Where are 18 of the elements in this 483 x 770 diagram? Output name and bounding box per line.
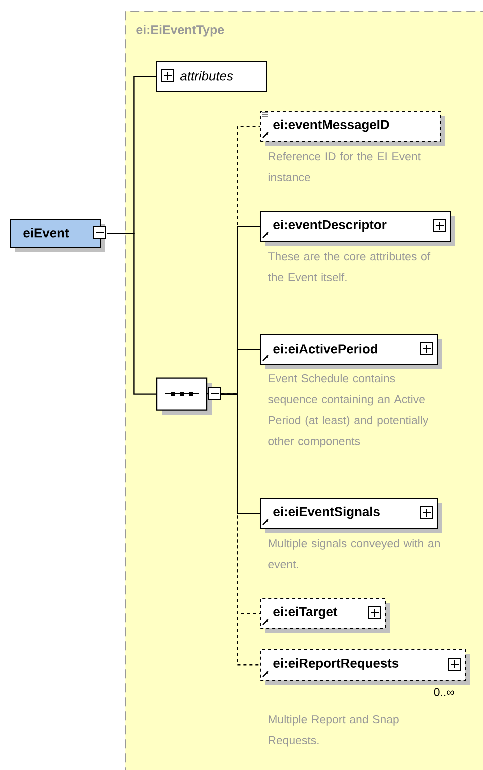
element-box: ei:eiTarget [260, 598, 390, 634]
element-box: eiEvent [10, 219, 106, 252]
description-text: Multiple Report and Snap Requests. [269, 715, 399, 747]
element-box: ei:eiActivePeriod [260, 334, 442, 370]
sequence-compositor [156, 378, 222, 416]
connector-line [222, 394, 260, 666]
element-box: ei:eiReportRequests [260, 649, 470, 686]
element-box: ei:eventMessageID [260, 111, 446, 146]
description-text: These are the core attributes of the Event itself. [268, 252, 431, 282]
connector-line [222, 394, 260, 514]
description-text: Multiple signals conveyed with an event. [268, 539, 440, 569]
description-text: Reference ID for the EI Event instance [268, 152, 421, 182]
element-box: ei:eventDescriptor [260, 211, 456, 246]
description-text: Event Schedule contains sequence containing an Active Period (at least) and potentially other components [268, 374, 429, 448]
attributes-box: attributes [156, 61, 268, 92]
element-box: ei:eiEventSignals [260, 498, 442, 534]
connector-line [107, 233, 156, 395]
multiplicity-label: 0..∞ [434, 688, 454, 696]
